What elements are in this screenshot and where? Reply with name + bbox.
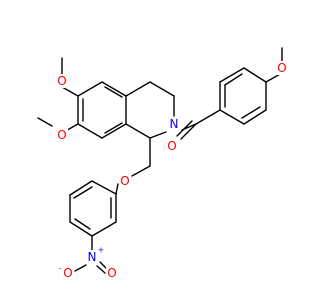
bond [241, 106, 261, 119]
oxygen-atom-nitro-left: O [63, 266, 72, 280]
atom-labels: O O N O O N + O - O O [56, 61, 288, 280]
bonds [37, 47, 283, 274]
bond [96, 265, 106, 274]
bond [91, 180, 117, 195]
bond [37, 117, 53, 127]
bond [180, 123, 197, 140]
nitrogen-atom-nitro: N [88, 250, 97, 264]
bond [219, 67, 245, 83]
bond [243, 67, 267, 83]
bond [101, 123, 127, 139]
bond [149, 81, 175, 97]
bond [131, 165, 151, 177]
bond [61, 86, 79, 97]
bond [224, 73, 243, 86]
bond [115, 183, 119, 195]
oxygen-atom-methoxy-top: O [57, 74, 66, 88]
bond [104, 86, 123, 98]
bond [77, 123, 103, 139]
bond [74, 264, 87, 272]
bond [149, 131, 167, 139]
bond [74, 218, 91, 230]
structure-svg: O O N O O N + O - O O [37, 47, 288, 280]
bond [77, 81, 103, 97]
bond [243, 109, 267, 125]
bond [176, 120, 193, 137]
bond [125, 123, 151, 139]
bond [125, 81, 151, 97]
bond [69, 221, 93, 237]
oxygen-atom-carbonyl: O [167, 139, 176, 153]
molecule-diagram: O O N O O N + O - O O [37, 47, 288, 280]
oxygen-atom-methoxy-right: O [277, 61, 286, 75]
nitro-positive-charge: + [98, 246, 105, 255]
oxygen-atom-nitro-right: O [107, 266, 116, 280]
bond [101, 81, 127, 97]
bond [91, 221, 117, 237]
bond [104, 122, 123, 134]
bond [69, 180, 93, 196]
nitrogen-atom-ring: N [170, 117, 179, 131]
bond [195, 109, 221, 125]
nitro-negative-charge: - [59, 264, 62, 273]
oxygen-atom-methoxy-left: O [57, 128, 66, 142]
oxygen-atom-ether: O [120, 174, 129, 188]
bond [219, 109, 245, 125]
bond [73, 186, 93, 199]
